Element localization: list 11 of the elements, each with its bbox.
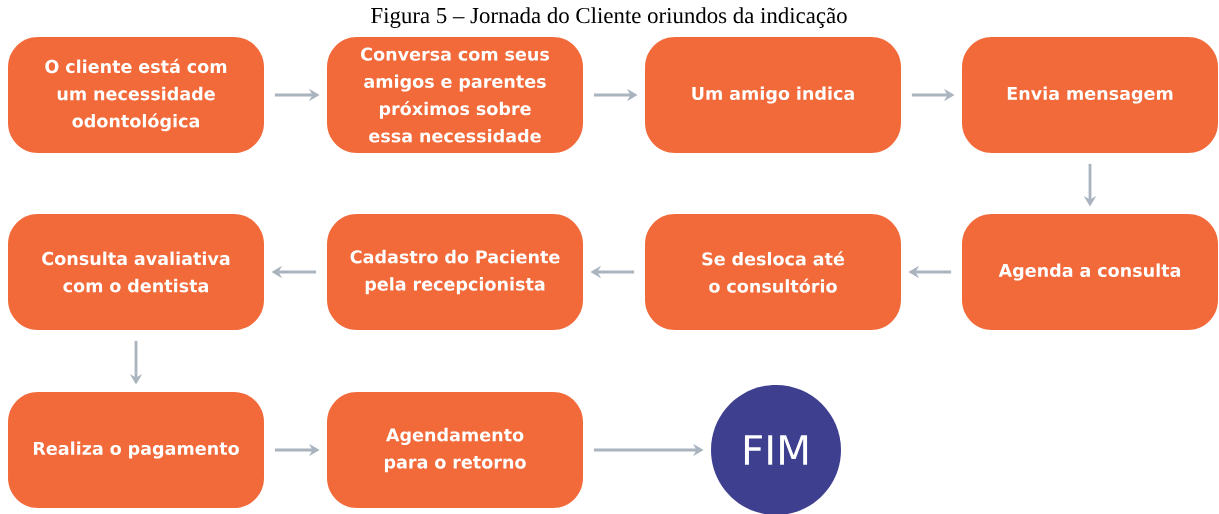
- process-box: Envia mensagem: [962, 37, 1218, 153]
- figure-title: Figura 5 – Jornada do Cliente oriundos da indicação: [371, 7, 847, 28]
- process-box: Consulta avaliativa com o dentista: [8, 214, 264, 330]
- process-box: Agenda a consulta: [962, 214, 1218, 330]
- process-box: O cliente está com um necessidade odontológica: [8, 37, 264, 153]
- process-box: Conversa com seus amigos e parentes próximos sobre essa necessidade: [327, 37, 583, 153]
- process-box: Realiza o pagamento: [8, 392, 264, 508]
- process-box: Um amigo indica: [645, 37, 901, 153]
- process-box: Se desloca até o consultório: [645, 214, 901, 330]
- process-box: Cadastro do Paciente pela recepcionista: [327, 214, 583, 330]
- process-box: Agendamento para o retorno: [327, 392, 583, 508]
